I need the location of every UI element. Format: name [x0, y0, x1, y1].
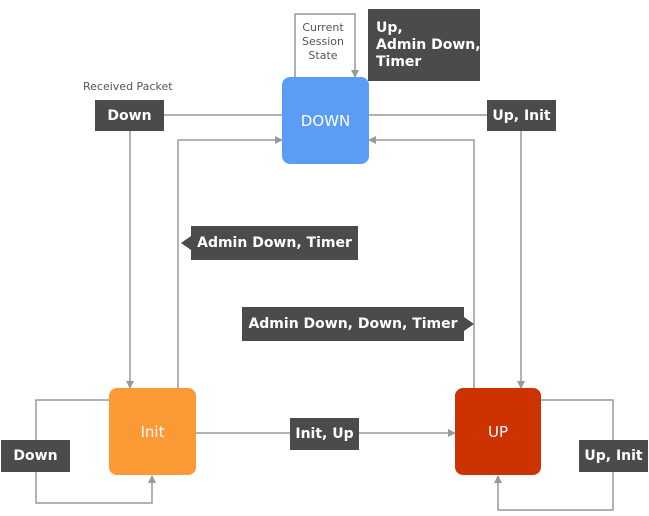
current-session-state-caption: Current Session State: [302, 21, 344, 63]
label-down-to-init: Down: [95, 100, 164, 131]
init-self-loop-arrow: [35, 399, 156, 504]
caption-line: Current: [302, 21, 344, 34]
label-pointer: [181, 236, 191, 250]
label-init-self: Down: [1, 440, 70, 472]
received-packet-caption: Received Packet: [83, 80, 173, 93]
label-line: Timer: [376, 53, 422, 70]
label-pointer: [464, 317, 474, 331]
label-line: Admin Down,: [376, 36, 481, 53]
state-label: DOWN: [300, 111, 351, 130]
caption-line: Session: [302, 35, 344, 48]
label-up-to-down: Admin Down, Down, Timer: [242, 307, 464, 341]
state-up: UP: [455, 388, 541, 475]
state-label: UP: [487, 422, 509, 441]
label-line: Up,: [376, 19, 403, 36]
up-to-down-arrow: [368, 136, 475, 388]
label-init-to-up: Init, Up: [290, 418, 359, 450]
init-to-down-arrow: [177, 136, 283, 388]
caption-line: State: [308, 49, 338, 62]
up-self-loop-arrow: [494, 399, 614, 511]
state-down: DOWN: [282, 77, 369, 164]
label-down-to-up: Up, Init: [487, 100, 556, 131]
label-init-to-down: Admin Down, Timer: [191, 226, 358, 260]
label-up-self: Up, Init: [579, 440, 648, 472]
state-label: Init: [140, 422, 165, 441]
state-init: Init: [109, 388, 196, 475]
down-self-loop-arrow: [294, 13, 359, 78]
label-down-self: Up, Admin Down, Timer: [368, 9, 481, 81]
